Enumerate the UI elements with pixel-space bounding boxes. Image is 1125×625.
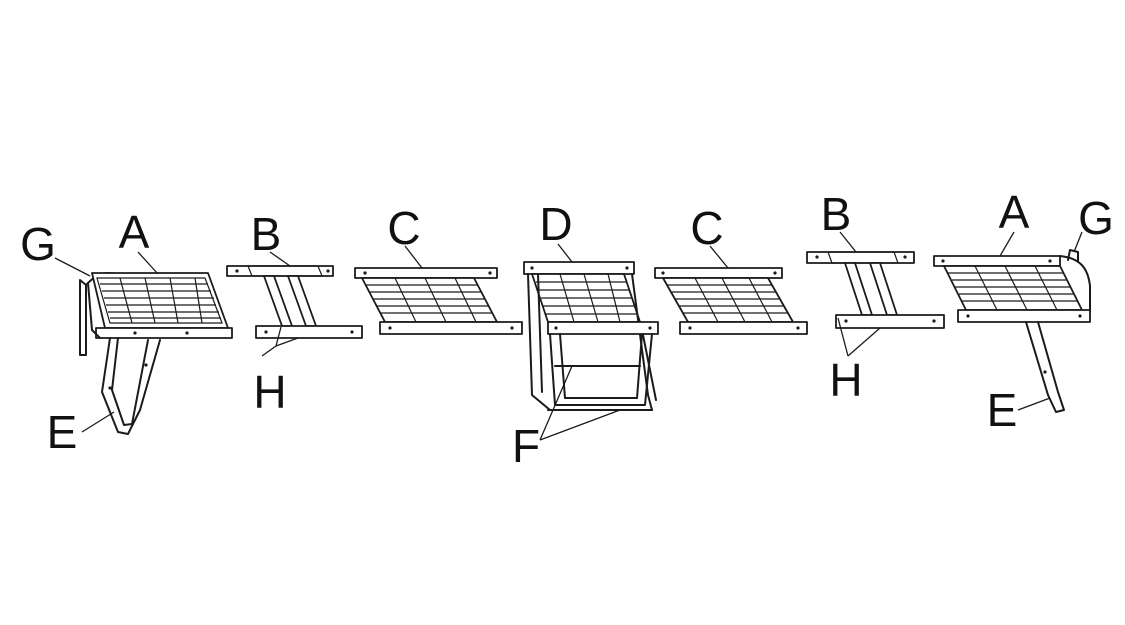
label-f-center: F	[511, 420, 541, 472]
label-h-right: H	[829, 354, 863, 406]
part-b-left-connector	[226, 265, 363, 339]
label-a-left: A	[118, 206, 150, 258]
part-b-right-connector	[806, 251, 945, 329]
label-b-right: B	[820, 188, 852, 240]
label-c-right: C	[690, 202, 724, 254]
label-d-center: D	[539, 198, 573, 250]
label-c-left: C	[387, 202, 421, 254]
label-e-right: E	[986, 384, 1018, 436]
label-e-left: E	[46, 406, 78, 458]
label-g-left: G	[20, 218, 56, 270]
part-d-center-section	[523, 261, 659, 411]
part-a-right-end-section	[933, 249, 1091, 413]
leader-lines	[54, 231, 1083, 441]
label-g-right: G	[1078, 192, 1114, 244]
part-c-right-middle-section	[654, 267, 808, 335]
label-b-left: B	[250, 208, 282, 260]
label-h-left: H	[253, 366, 287, 418]
part-a-left-end-section	[79, 271, 233, 435]
part-c-left-middle-section	[354, 267, 523, 335]
label-a-right: A	[998, 186, 1030, 238]
